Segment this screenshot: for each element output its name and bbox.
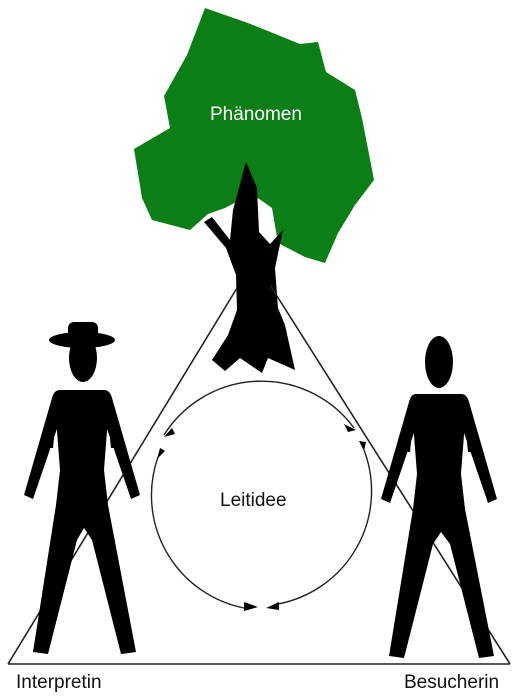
interpreter-label: Interpretin bbox=[16, 672, 102, 694]
ranger-with-hat-icon bbox=[24, 322, 140, 654]
phenomenon-label: Phänomen bbox=[210, 104, 302, 126]
visitor-label: Besucherin bbox=[404, 672, 499, 694]
person-icon bbox=[381, 336, 497, 658]
arrowhead-top-right bbox=[344, 424, 356, 432]
arrowhead-bottom-right bbox=[266, 602, 279, 610]
arrowhead-left bbox=[157, 448, 165, 459]
theme-label: Leitidee bbox=[220, 490, 287, 512]
cycle-arc-left bbox=[151, 457, 244, 608]
cycle-arc-top bbox=[164, 381, 354, 435]
cycle-arc-right bbox=[278, 450, 372, 604]
arrowhead-right bbox=[359, 441, 366, 451]
arrowhead-bottom-left bbox=[244, 602, 258, 611]
